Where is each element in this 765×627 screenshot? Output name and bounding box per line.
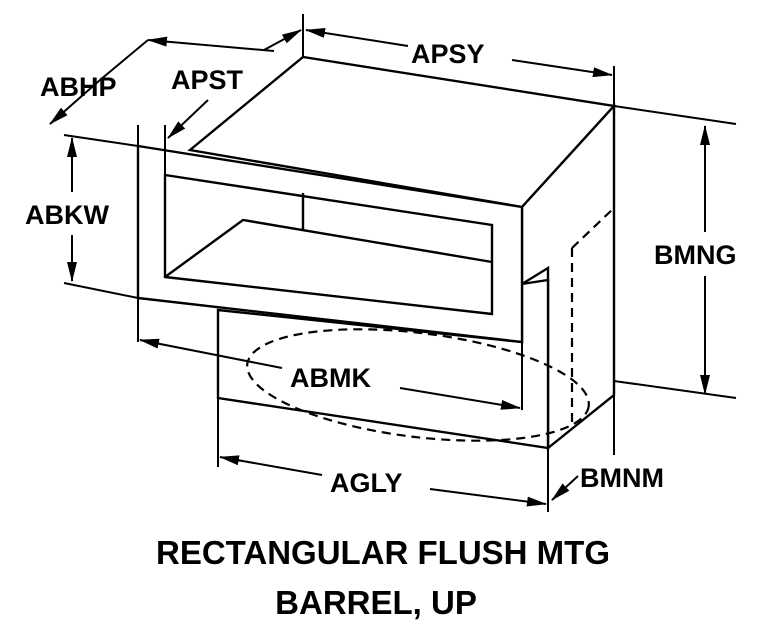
label-bmnm: BMNM [580,463,664,493]
caption-line-2: BARREL, UP [275,584,477,621]
extension-lines [63,14,737,512]
label-agly: AGLY [330,468,403,498]
dimension-lines [49,28,710,507]
hidden-lines [246,207,615,442]
dimension-labels: APSY ABHP APST ABKW BMNG ABMK AGLY BMNM [25,39,737,498]
label-abhp: ABHP [40,72,117,102]
interior-floor-edge [164,218,493,278]
caption: RECTANGULAR FLUSH MTG BARREL, UP [156,534,610,621]
label-bmng: BMNG [654,240,737,270]
barrel-body [136,55,617,451]
hidden-barrel-ellipse [246,328,590,442]
label-apst: APST [171,65,244,95]
opening-outline [163,173,494,316]
label-apsy: APSY [411,39,485,69]
hidden-edge-upper [571,207,615,249]
caption-line-1: RECTANGULAR FLUSH MTG [156,534,610,571]
label-abmk: ABMK [290,363,371,393]
label-abkw: ABKW [25,200,109,230]
